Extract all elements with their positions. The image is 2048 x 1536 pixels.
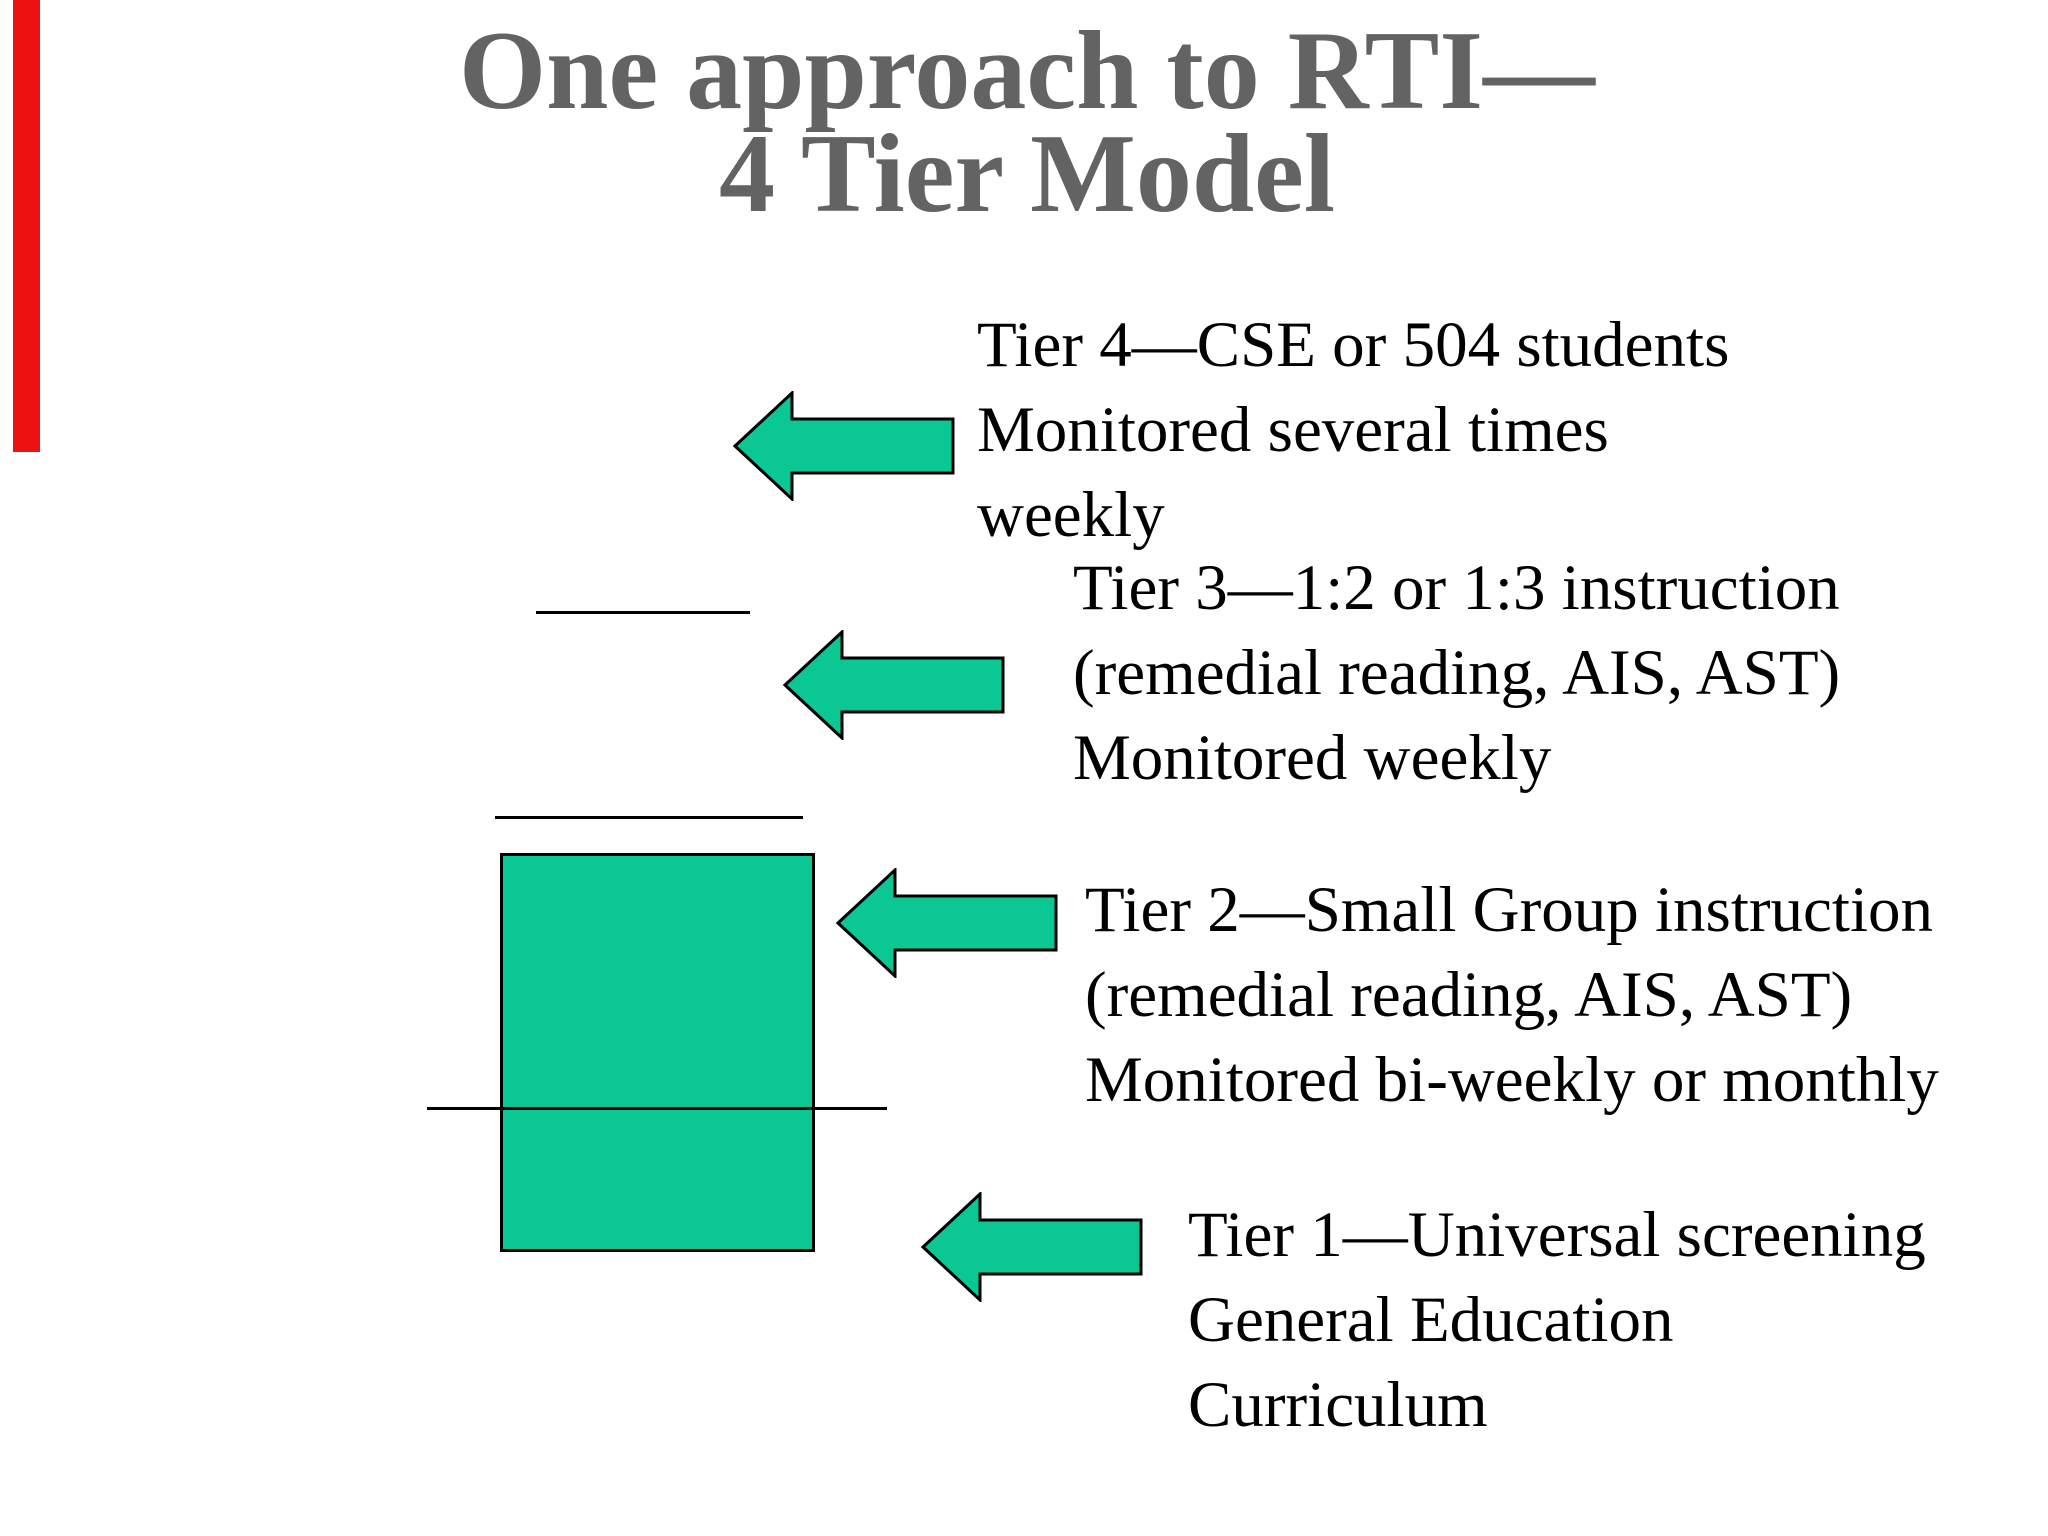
left-arrow-icon-tier2 [836, 868, 1058, 978]
tier1-description: Tier 1—Universal screening General Educa… [1188, 1193, 1926, 1448]
tier-boundary-line-bottom [427, 1107, 887, 1110]
tier4-description: Tier 4—CSE or 504 students Monitored sev… [977, 303, 1729, 558]
tier4-line-1: Tier 4—CSE or 504 students [977, 309, 1730, 381]
tier3-line-1: Tier 3—1:2 or 1:3 instruction [1073, 552, 1840, 624]
tier4-line-3: weekly [977, 479, 1165, 551]
left-arrow-icon-tier1 [921, 1192, 1143, 1302]
tier3-line-3: Monitored weekly [1073, 722, 1552, 794]
red-ribbon-marker [13, 0, 40, 452]
tier3-description: Tier 3—1:2 or 1:3 instruction (remedial … [1073, 546, 1840, 801]
tier3-line-2: (remedial reading, AIS, AST) [1073, 637, 1841, 709]
left-arrow-icon-tier3 [783, 630, 1005, 740]
slide-title-line-2: 4 Tier Model [719, 112, 1335, 236]
left-arrow-icon-tier4 [733, 391, 955, 501]
tier-boundary-line-top [536, 611, 750, 614]
tier2-line-3: Monitored bi-weekly or monthly [1085, 1044, 1939, 1116]
tier4-line-2: Monitored several times [977, 394, 1609, 466]
tier1-base-rectangle [500, 853, 815, 1252]
tier1-line-1: Tier 1—Universal screening [1188, 1199, 1926, 1271]
tier2-description: Tier 2—Small Group instruction (remedial… [1085, 868, 1939, 1123]
slide-title-line-1: One approach to RTI— [459, 9, 1595, 133]
tier1-line-2: General Education [1188, 1284, 1674, 1356]
tier1-line-3: Curriculum [1188, 1369, 1488, 1441]
slide-title: One approach to RTI— 4 Tier Model [227, 9, 1827, 236]
tier-boundary-line-middle [495, 816, 803, 819]
tier2-line-1: Tier 2—Small Group instruction [1085, 874, 1934, 946]
tier2-line-2: (remedial reading, AIS, AST) [1085, 959, 1853, 1031]
